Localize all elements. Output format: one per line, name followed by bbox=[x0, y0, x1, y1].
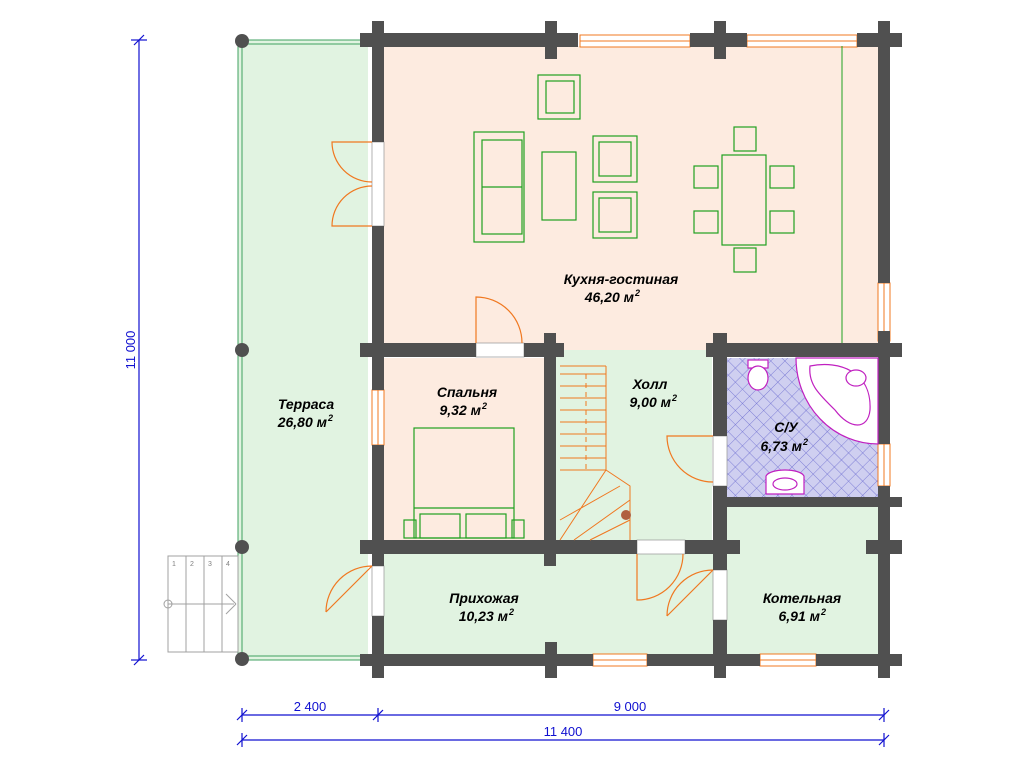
coffee-table bbox=[541, 151, 577, 221]
stair-step-2: 2 bbox=[190, 561, 194, 568]
entrance-name: Прихожая bbox=[449, 590, 519, 606]
bedroom-door bbox=[475, 296, 523, 344]
hall-entrance-door bbox=[636, 553, 684, 601]
furniture bbox=[403, 74, 795, 539]
entrance-area: 10,23 м bbox=[459, 608, 509, 624]
door-swings bbox=[325, 141, 714, 617]
room-labels: Кухня-гостиная 46,20 м 2 Спальня 9,32 м … bbox=[277, 271, 841, 624]
armchair bbox=[592, 135, 638, 183]
hall-area: 9,00 м bbox=[630, 394, 672, 410]
bath-fixtures bbox=[747, 357, 879, 495]
bed bbox=[413, 427, 515, 539]
boiler-area-sup: 2 bbox=[820, 607, 826, 617]
hall-bath-door bbox=[666, 435, 714, 483]
bedroom-area-sup: 2 bbox=[481, 401, 487, 411]
armchair bbox=[592, 191, 638, 239]
dimension-width-house: 9 000 bbox=[614, 699, 647, 714]
terrace-door bbox=[331, 141, 373, 183]
armchair bbox=[537, 74, 581, 120]
boiler-door bbox=[666, 569, 714, 617]
boiler-area: 6,91 м bbox=[779, 608, 821, 624]
entrance-fill bbox=[380, 552, 716, 654]
dining-table bbox=[721, 154, 767, 246]
terrace-post bbox=[235, 343, 249, 357]
dimension-width-total: 11 400 bbox=[544, 724, 583, 739]
bedroom-fill bbox=[380, 358, 544, 542]
windows bbox=[371, 34, 891, 667]
bedroom-name: Спальня bbox=[437, 384, 497, 400]
entrance-area-sup: 2 bbox=[508, 607, 514, 617]
bath-name: С/У bbox=[774, 419, 799, 435]
bedroom-area: 9,32 м bbox=[440, 402, 482, 418]
boiler-name: Котельная bbox=[763, 590, 841, 606]
hall-name: Холл bbox=[632, 376, 668, 392]
stair-post bbox=[621, 510, 631, 520]
dimension-lines bbox=[131, 34, 890, 747]
external-stairs bbox=[163, 555, 239, 653]
door-openings bbox=[371, 141, 728, 621]
boiler-fill bbox=[724, 504, 878, 654]
terrace-post bbox=[235, 540, 249, 554]
stair-step-1: 1 bbox=[172, 561, 176, 568]
terrace-area-sup: 2 bbox=[327, 413, 333, 423]
stair-step-4: 4 bbox=[226, 561, 230, 568]
kitchen-name: Кухня-гостиная bbox=[564, 271, 678, 287]
main-entrance-door bbox=[325, 565, 373, 613]
sofa bbox=[473, 131, 525, 243]
bath-area: 6,73 м bbox=[761, 438, 803, 454]
terrace-fill bbox=[238, 40, 368, 660]
stair-step-3: 3 bbox=[208, 561, 212, 568]
kitchen-area: 46,20 м bbox=[584, 289, 635, 305]
hall-area-sup: 2 bbox=[671, 393, 677, 403]
dimension-height-total: 11 000 bbox=[123, 331, 138, 370]
kitchen-area-sup: 2 bbox=[634, 288, 640, 298]
terrace-area: 26,80 м bbox=[277, 414, 328, 430]
terrace-post bbox=[235, 652, 249, 666]
dimension-width-terrace: 2 400 bbox=[294, 699, 327, 714]
walls bbox=[360, 21, 902, 678]
bath-area-sup: 2 bbox=[802, 437, 808, 447]
terrace-post bbox=[235, 34, 249, 48]
internal-stairs bbox=[559, 365, 631, 541]
terrace-name: Терраса bbox=[278, 396, 334, 412]
